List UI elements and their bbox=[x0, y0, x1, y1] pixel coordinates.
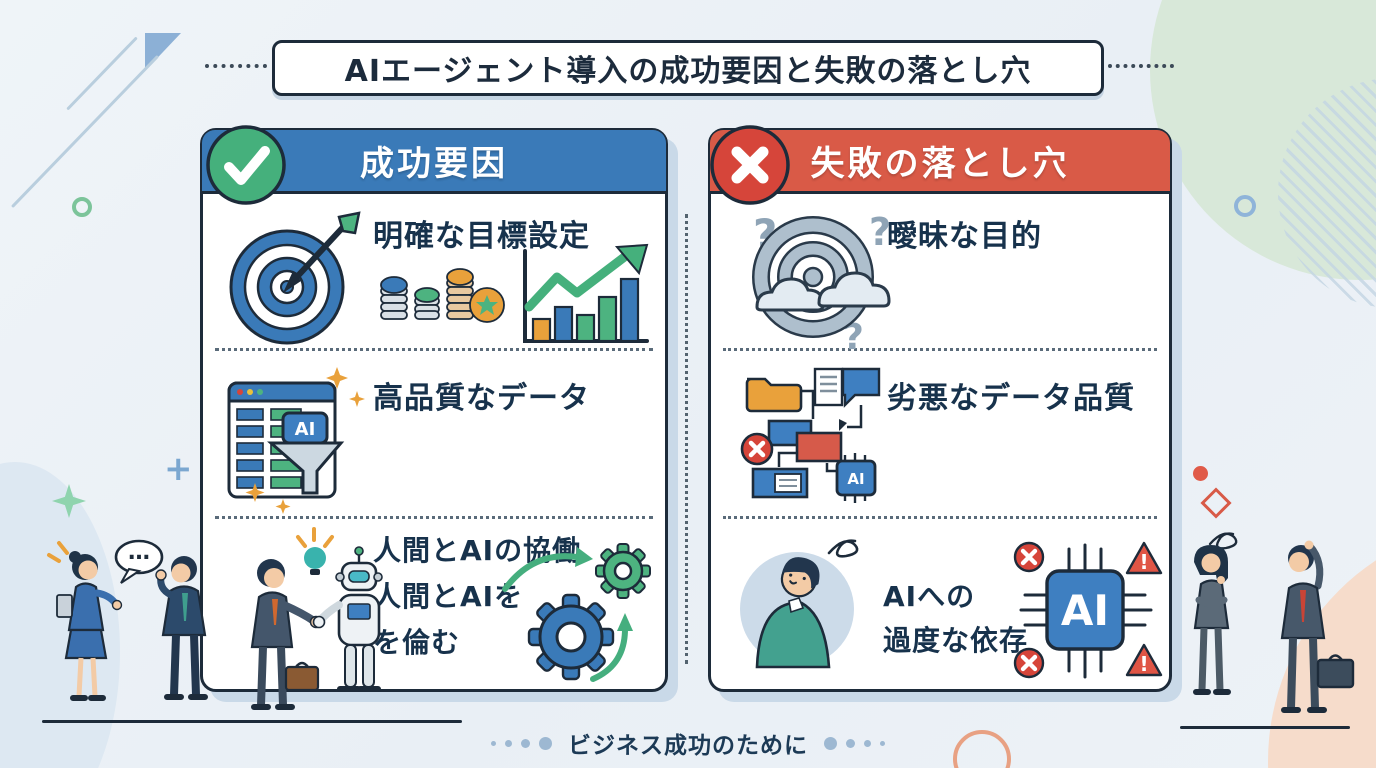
ground-line-left bbox=[42, 720, 462, 723]
failure-item-1-label: 曖昧な目的 bbox=[887, 219, 1042, 254]
row-separator bbox=[215, 516, 653, 519]
plus-decoration: + bbox=[164, 449, 193, 489]
footer-dots-right bbox=[824, 736, 885, 750]
row-separator bbox=[215, 348, 653, 351]
success-item-3-line3: を倫む bbox=[373, 626, 461, 659]
diagonal-line-decoration bbox=[10, 54, 160, 209]
coins-icon bbox=[380, 268, 505, 323]
foggy-target-icon: ? ? ? bbox=[752, 210, 891, 353]
green-ring-decoration bbox=[72, 197, 92, 217]
success-item-2-label: 高品質なデータ bbox=[373, 381, 590, 416]
talking-businesspeople-illustration: … bbox=[47, 539, 208, 701]
red-diamond-decoration bbox=[1200, 487, 1232, 519]
row-separator bbox=[723, 348, 1157, 351]
success-panel: 成功要因 明確な目標設定 bbox=[200, 125, 668, 692]
warning-mark: ! bbox=[1139, 652, 1148, 676]
title-banner: AIエージェント導入の成功要因と失敗の落とし穴 bbox=[272, 40, 1104, 96]
diagonal-line-decoration bbox=[66, 36, 138, 111]
cross-icon bbox=[710, 125, 790, 205]
row-separator bbox=[723, 516, 1157, 519]
failure-item-3-line2: 過度な依存 bbox=[883, 624, 1029, 657]
failure-panel: 失敗の落とし穴 曖昧な目的 ? ? ? 劣悪なデータ品質 bbox=[708, 125, 1172, 692]
speech-dots: … bbox=[128, 540, 150, 565]
ai-chip-small-label: AI bbox=[847, 470, 864, 488]
success-item-3-line2: 人間とAIを bbox=[373, 580, 524, 613]
title-dotted-line-left bbox=[205, 64, 267, 68]
human-robot-handshake-illustration bbox=[250, 527, 383, 710]
failure-header-label: 失敗の落とし穴 bbox=[810, 144, 1070, 184]
question-mark: ? bbox=[869, 210, 891, 254]
success-header-label: 成功要因 bbox=[360, 144, 508, 184]
red-dot-decoration bbox=[1193, 466, 1208, 481]
ai-chip-error-icon: AI ! ! bbox=[1013, 541, 1163, 679]
success-item-1-label: 明確な目標設定 bbox=[373, 219, 590, 254]
title-dotted-line-right bbox=[1108, 64, 1174, 68]
failure-item-3-line1: AIへの bbox=[883, 580, 976, 613]
orange-ring-decoration bbox=[953, 730, 1011, 768]
messy-data-icon: AI bbox=[740, 367, 881, 503]
footer-dots-left bbox=[491, 736, 552, 750]
failure-item-2-label: 劣悪なデータ品質 bbox=[887, 381, 1135, 416]
footer-caption: ビジネス成功のために bbox=[568, 733, 808, 759]
spreadsheet-funnel-icon: AI bbox=[227, 367, 365, 514]
growth-chart-icon bbox=[523, 243, 649, 343]
failure-header: 失敗の落とし穴 bbox=[710, 130, 1170, 194]
footer: ビジネス成功のために bbox=[0, 726, 1376, 760]
panel-divider bbox=[685, 214, 688, 664]
confused-businesspeople-illustration bbox=[1193, 532, 1355, 713]
page-title: AIエージェント導入の成功要因と失敗の落とし穴 bbox=[344, 54, 1032, 89]
ai-chip-large-label: AI bbox=[1061, 586, 1109, 635]
ground-line-right bbox=[1180, 726, 1350, 729]
check-icon bbox=[206, 125, 286, 205]
overwhelmed-person-icon bbox=[740, 539, 859, 669]
gears-icon bbox=[502, 543, 651, 682]
warning-mark: ! bbox=[1139, 550, 1148, 574]
ai-funnel-label: AI bbox=[295, 419, 316, 440]
target-arrow-icon bbox=[229, 211, 361, 345]
blue-ring-decoration bbox=[1234, 195, 1256, 217]
